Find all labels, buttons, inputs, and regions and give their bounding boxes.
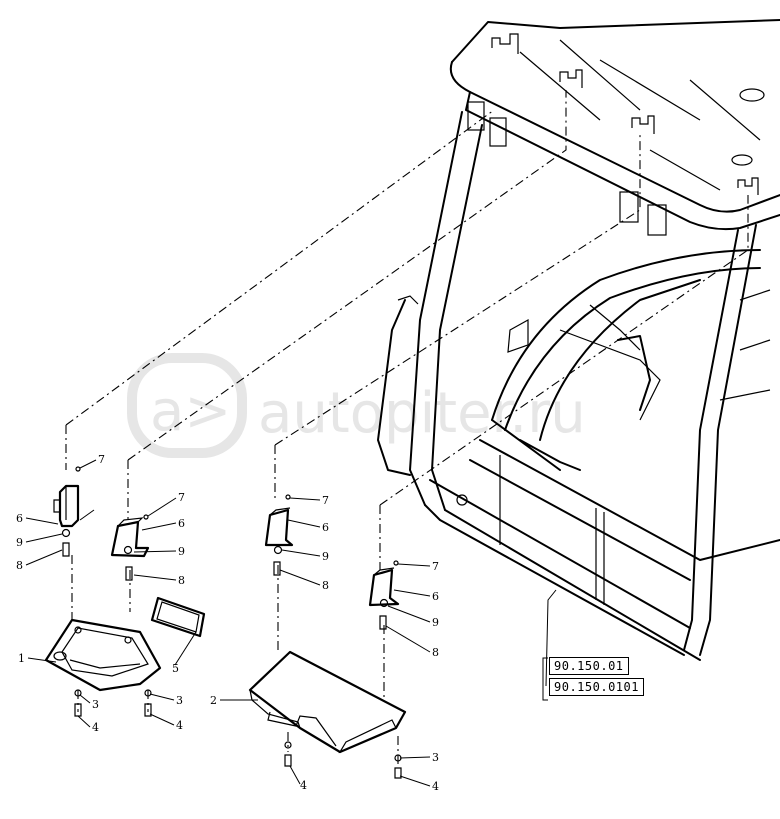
lamp-cover-2 [248,650,407,779]
callout-9: 9 [432,616,439,629]
callout-7: 7 [178,491,185,504]
screw-8 [273,561,281,576]
reference-bracket [542,657,548,701]
callout-9: 9 [322,550,329,563]
callout-3: 3 [92,698,99,711]
watermark: a> autopiter.ru [127,353,586,458]
callout-7: 7 [432,560,439,573]
washer-9 [273,545,283,555]
reference-code: 90.150.01 [549,657,629,675]
callout-3: 3 [176,694,183,707]
callout-7: 7 [322,494,329,507]
screw-4 [394,767,402,779]
bracket-set-4 [368,560,400,630]
washer-9 [379,598,389,608]
washer-3 [144,689,152,697]
callout-labels: 1 2 3 3 3 4 4 4 4 5 6 6 6 6 7 7 7 7 8 8 … [16,453,439,793]
callout-8: 8 [432,646,439,659]
washer-9 [123,545,133,555]
callout-4: 4 [300,779,307,792]
screw-4 [284,754,292,767]
screw-8 [62,542,70,557]
callout-6: 6 [178,517,185,530]
callout-6: 6 [322,521,329,534]
callout-4: 4 [432,780,439,793]
screw-4 [144,703,152,717]
cab-frame [377,19,780,661]
callout-5: 5 [172,662,179,675]
screw-8 [379,615,387,630]
nut-7 [285,494,291,500]
callout-1: 1 [18,652,25,665]
bracket-set-3 [264,494,294,576]
callout-6: 6 [16,512,23,525]
watermark-text: autopiter.ru [258,381,586,446]
washer-9 [61,528,71,538]
callout-9: 9 [178,545,185,558]
bracket-set-1 [53,466,81,557]
callout-7: 7 [98,453,105,466]
nut-7 [393,560,399,566]
svg-text:a>: a> [150,379,231,444]
nut-7 [75,466,81,472]
assembly-lines [65,90,749,764]
callout-3: 3 [432,751,439,764]
lens-5 [150,596,206,638]
leader-lines [25,459,557,787]
callout-4: 4 [92,721,99,734]
callout-6: 6 [432,590,439,603]
callout-8: 8 [16,559,23,572]
callout-9: 9 [16,536,23,549]
bracket-set-2 [110,514,150,581]
callout-4: 4 [176,719,183,732]
screw-4 [74,703,82,717]
callout-2: 2 [210,694,217,707]
lamp-housing-1 [44,618,162,717]
callout-8: 8 [178,574,185,587]
nut-7 [143,514,149,520]
screw-8 [125,566,133,581]
reference-code: 90.150.0101 [549,678,644,696]
washer-3 [284,741,292,749]
callout-8: 8 [322,579,329,592]
washer-3 [74,689,82,697]
